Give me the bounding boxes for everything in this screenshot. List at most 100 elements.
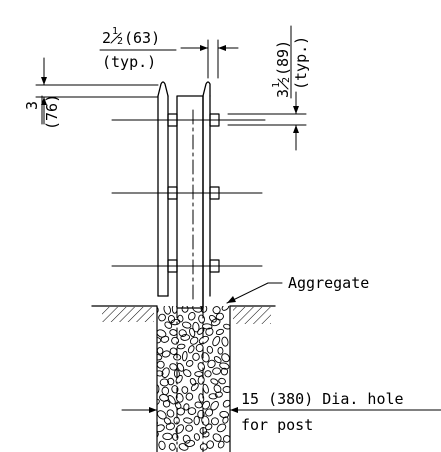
aggregate-stone bbox=[168, 442, 176, 451]
aggregate-stone bbox=[189, 378, 197, 386]
aggregate-stone bbox=[182, 321, 192, 329]
aggregate-stone bbox=[183, 403, 190, 411]
aggregate-stone bbox=[157, 424, 165, 433]
aggregate-stone bbox=[212, 306, 221, 315]
aggregate-stone bbox=[209, 314, 217, 323]
aggregate-stone bbox=[221, 306, 230, 311]
aggregate-stone bbox=[187, 345, 195, 354]
aggregate-stone bbox=[182, 434, 191, 444]
aggregate-stone bbox=[211, 417, 219, 426]
aggregate-stone bbox=[218, 377, 226, 385]
aggregate-stone bbox=[214, 391, 223, 398]
dimension-right-denominator: 2 bbox=[281, 77, 292, 83]
aggregate-stone bbox=[197, 362, 205, 372]
aggregate-stone bbox=[161, 386, 170, 396]
aggregate-stone bbox=[181, 386, 189, 394]
aggregate-stone bbox=[161, 350, 171, 358]
dimension-top-metric: (63) bbox=[124, 29, 160, 47]
aggregate-stone bbox=[187, 407, 197, 415]
aggregate-stone bbox=[210, 318, 221, 327]
aggregate-stone bbox=[171, 336, 180, 345]
aggregate-stone bbox=[200, 306, 208, 313]
aggregate-stone bbox=[177, 314, 184, 323]
aggregate-stone bbox=[171, 385, 179, 394]
aggregate-stone bbox=[165, 422, 175, 431]
aggregate-stone bbox=[181, 351, 188, 362]
aggregate-stone bbox=[193, 415, 200, 426]
aggregate-stone bbox=[185, 359, 194, 367]
hole-diameter-callout: 15 (380) Dia. hole for post bbox=[121, 390, 441, 434]
aggregate-stone bbox=[222, 386, 230, 393]
dimension-top-whole: 2 bbox=[102, 29, 111, 47]
aggregate-stone bbox=[192, 352, 200, 361]
aggregate-stone bbox=[198, 393, 205, 403]
aggregate-stone bbox=[206, 345, 214, 354]
dimension-left-imperial: 3 bbox=[23, 101, 41, 110]
aggregate-stone bbox=[190, 382, 199, 392]
aggregate-stone bbox=[176, 343, 186, 350]
aggregate-stone bbox=[187, 312, 196, 321]
rail-element bbox=[157, 81, 169, 297]
aggregate-stone bbox=[161, 367, 170, 378]
post bbox=[176, 81, 211, 452]
aggregate-stone bbox=[212, 335, 221, 347]
aggregate-stone bbox=[193, 433, 200, 441]
dimension-right-numerator: 1 bbox=[271, 82, 282, 88]
aggregate-stone bbox=[158, 313, 166, 322]
label-hole-line1: 15 (380) Dia. hole bbox=[241, 390, 404, 408]
ground-surface bbox=[91, 305, 276, 324]
aggregate-stone bbox=[167, 314, 176, 324]
aggregate-stone bbox=[189, 327, 196, 338]
aggregate-stone bbox=[185, 424, 193, 432]
aggregate-stone bbox=[197, 409, 205, 419]
aggregate-stone bbox=[163, 306, 171, 315]
dimension-top-denominator: 2 bbox=[117, 36, 123, 47]
aggregate-stone bbox=[178, 329, 187, 337]
aggregate-stone bbox=[157, 370, 164, 377]
aggregate-stone bbox=[212, 367, 222, 375]
aggregate-stone bbox=[210, 378, 219, 385]
aggregate-stone bbox=[167, 377, 175, 386]
aggregate-stone bbox=[189, 336, 199, 345]
aggregate-stone bbox=[215, 312, 224, 321]
aggregate-stone bbox=[163, 417, 172, 425]
aggregate-stone bbox=[208, 393, 218, 400]
aggregate-stone bbox=[222, 416, 229, 424]
dimension-right-whole: 3 bbox=[274, 89, 292, 98]
aggregate-stone bbox=[207, 359, 216, 369]
aggregate-stone bbox=[205, 327, 214, 336]
aggregate-stone bbox=[217, 346, 224, 355]
aggregate-stone bbox=[220, 367, 229, 376]
aggregate-stone bbox=[223, 323, 230, 330]
dimension-left: 3 (76) bbox=[23, 57, 159, 130]
dimension-top: 2 1 2 (63) (typ.) bbox=[99, 26, 239, 79]
aggregate-stone bbox=[175, 424, 185, 434]
label-aggregate: Aggregate bbox=[288, 274, 369, 292]
aggregate-stone bbox=[160, 335, 170, 343]
aggregate-stone bbox=[157, 431, 159, 441]
aggregate-stone bbox=[175, 374, 183, 384]
aggregate-stone bbox=[219, 362, 230, 370]
aggregate-stone bbox=[183, 369, 192, 378]
aggregate-stone bbox=[217, 440, 225, 449]
label-hole-line2: for post bbox=[241, 416, 313, 434]
aggregate-stone bbox=[221, 336, 229, 347]
aggregate-stone bbox=[157, 384, 160, 395]
aggregate-stone bbox=[167, 395, 176, 405]
aggregate-stone bbox=[206, 440, 214, 449]
aggregate-stone bbox=[181, 306, 189, 313]
aggregate-stone bbox=[184, 439, 196, 448]
aggregate-stone bbox=[157, 398, 160, 407]
aggregate-stone bbox=[216, 423, 227, 433]
aggregate-stone bbox=[213, 356, 222, 364]
aggregate-stone bbox=[162, 400, 171, 408]
aggregate-stone bbox=[205, 423, 213, 431]
aggregate-stone bbox=[176, 362, 185, 372]
aggregate-stone bbox=[175, 393, 184, 403]
aggregate-stone bbox=[197, 375, 205, 385]
aggregate-stone bbox=[221, 353, 230, 363]
aggregate-stone bbox=[157, 354, 163, 361]
aggregate-stone bbox=[201, 352, 210, 363]
aggregate-stone bbox=[205, 408, 214, 417]
